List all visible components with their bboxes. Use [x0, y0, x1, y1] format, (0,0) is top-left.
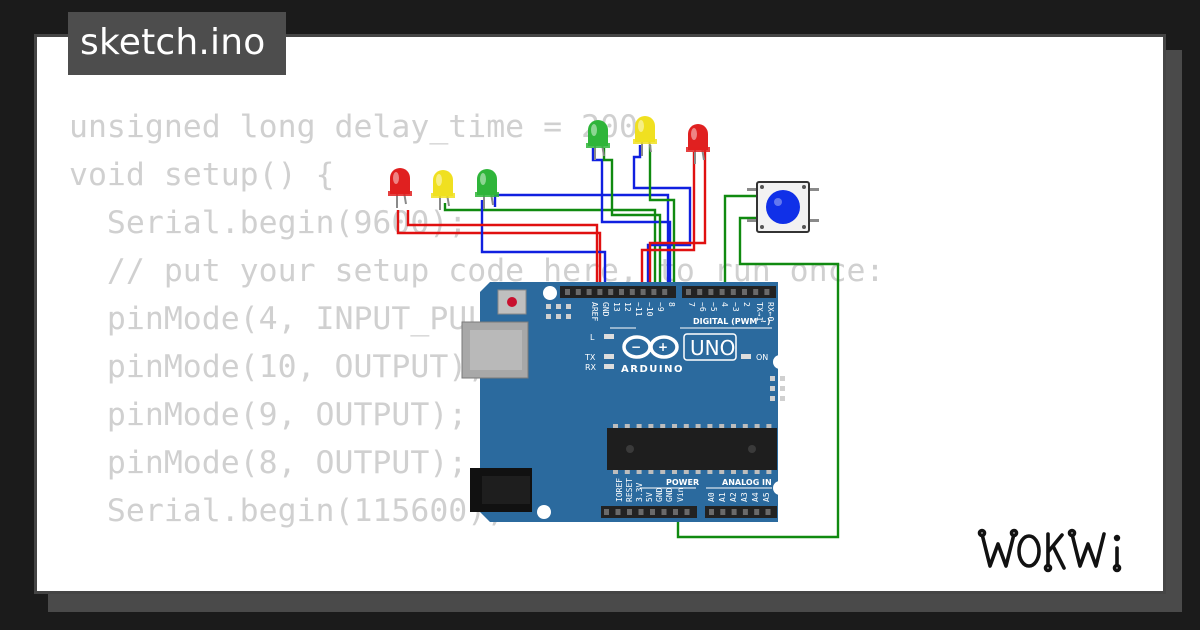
file-tab-title[interactable]: sketch.ino: [68, 12, 286, 75]
digital-pin-label: 13: [612, 302, 621, 312]
analog-pin-label: A1: [718, 492, 727, 502]
led-yellow-right[interactable]: [633, 116, 657, 156]
analog-label: ANALOG IN: [722, 478, 772, 487]
code-preview: unsigned long delay_time = 200; void setu…: [69, 103, 884, 591]
digital-pin-label: ~3: [731, 302, 740, 312]
power-pin-label: 3.3V: [635, 483, 644, 502]
digital-pin-label: ~11: [634, 302, 643, 317]
code-line: unsigned long delay_time = 200;: [69, 109, 657, 145]
wire-green-led4: [602, 148, 662, 293]
button-cap: [766, 190, 800, 224]
digital-pin-label: TX→1: [755, 302, 764, 321]
digital-pin-label: RX←0: [766, 302, 775, 321]
power-pin-label: GND: [665, 487, 674, 502]
analog-pin-label: A0: [707, 492, 716, 502]
wire-blue-led5: [632, 145, 692, 293]
wire-red-led1b: [406, 210, 599, 293]
rx-label: RX: [585, 363, 597, 372]
power-label: POWER: [666, 478, 699, 487]
l-label: L: [590, 333, 595, 342]
digital-pin-label: 4: [720, 302, 729, 307]
digital-pin-label: 7: [687, 302, 696, 307]
led-green-left[interactable]: [475, 169, 499, 209]
digital-pin-label: ~5: [709, 302, 718, 312]
wire-blue-led3a: [480, 200, 607, 293]
wire-green-led5: [648, 145, 676, 293]
wire-green-button-gnd: [676, 216, 840, 539]
analog-pin-label: A3: [740, 492, 749, 502]
wire-blue-led4: [591, 148, 672, 293]
brand-label: ARDUINO: [621, 364, 684, 375]
power-pin-label: RESET: [625, 478, 634, 502]
power-pin-label: Vin: [676, 487, 685, 502]
digital-label: DIGITAL (PWM ~): [693, 317, 771, 326]
svg-text:−: −: [631, 340, 641, 354]
power-header: [601, 506, 697, 518]
led-yellow-left[interactable]: [431, 170, 455, 210]
model-label: UNO: [690, 336, 735, 360]
wires: [396, 145, 840, 539]
analog-pin-label: A4: [751, 492, 760, 502]
code-line: Serial.begin(115600);: [69, 493, 506, 529]
led-green-right[interactable]: [586, 120, 610, 160]
wire-red-led6b: [640, 152, 696, 293]
wire-red-led6: [648, 150, 707, 293]
arduino-infinity-logo: [622, 335, 679, 359]
code-line: pinMode(9, OUTPUT);: [69, 397, 468, 433]
code-line: void setup() {: [69, 157, 335, 193]
code-line: }: [69, 583, 884, 591]
led-red-left[interactable]: [388, 168, 412, 208]
code-line: pinMode(10, OUTPUT);: [69, 349, 487, 385]
digital-pin-label: ~10: [645, 302, 654, 317]
code-line: pinMode(8, OUTPUT);: [69, 445, 468, 481]
power-pin-label: 5V: [645, 492, 654, 502]
digital-pin-label: 2: [742, 302, 751, 307]
digital-pin-label: GND: [601, 302, 610, 317]
digital-pin-label: 12: [623, 302, 632, 312]
digital-pin-label: 8: [667, 302, 676, 307]
tx-label: TX: [584, 353, 596, 362]
power-pin-label: GND: [655, 487, 664, 502]
wire-red-led1: [396, 210, 602, 293]
svg-text:+: +: [658, 340, 668, 354]
analog-pin-label: A5: [762, 492, 771, 502]
wire-green-led2: [443, 203, 657, 293]
on-label: ON: [756, 353, 768, 362]
wire-green-button-pin: [723, 194, 756, 293]
digital-pin-label: ~9: [656, 302, 665, 312]
power-pin-label: IOREF: [615, 478, 624, 502]
push-button[interactable]: [747, 181, 819, 233]
led-group: [388, 116, 710, 210]
wokwi-logo: [977, 528, 1122, 573]
digital-pin-label: ~6: [698, 302, 707, 312]
digital-pin-label: AREF: [590, 302, 599, 321]
led-red-right[interactable]: [686, 124, 710, 164]
analog-pin-label: A2: [729, 492, 738, 502]
